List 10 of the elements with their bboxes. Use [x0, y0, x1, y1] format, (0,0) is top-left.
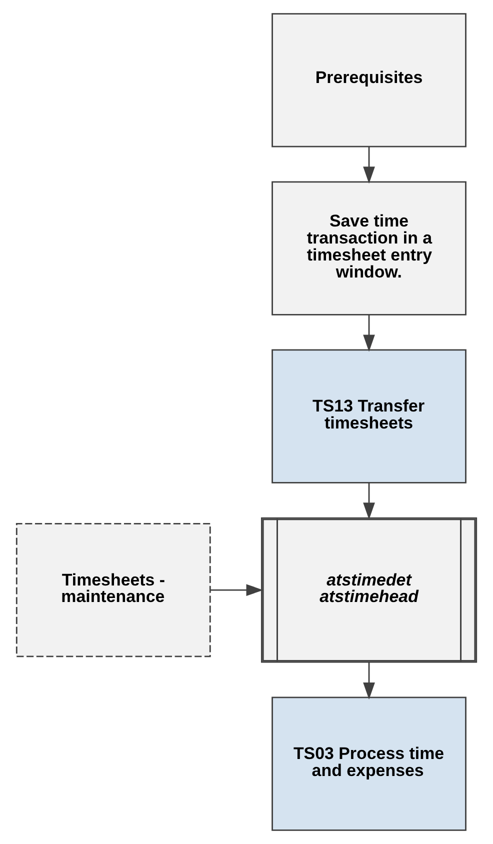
arrow — [363, 146, 375, 184]
node-box: Timesheets - maintenance — [16, 522, 211, 658]
node-box: Prerequisites — [272, 13, 466, 148]
node-box: TS03 Process time and expenses — [272, 696, 466, 831]
node-box: Save time transaction in a timesheet entry window. — [272, 181, 466, 316]
arrow — [363, 662, 375, 700]
arrow — [210, 584, 264, 596]
arrow — [363, 482, 375, 520]
node-box: TS13 Transfer timesheets — [272, 349, 466, 484]
arrow — [363, 315, 375, 352]
